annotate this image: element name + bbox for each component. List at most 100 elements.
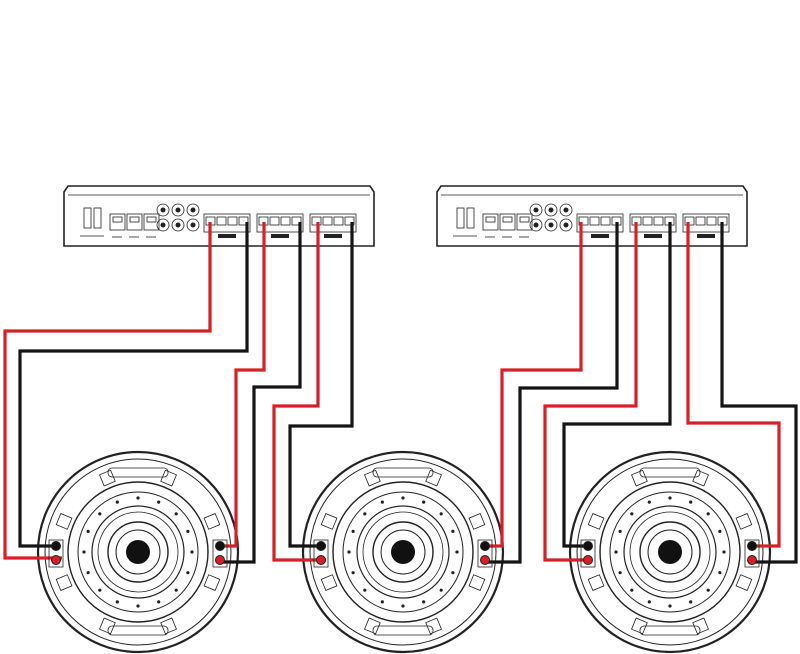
bolt-dot	[689, 500, 693, 504]
mounting-tab	[631, 617, 648, 635]
power-terminal	[499, 213, 516, 231]
channel-terminal-block	[256, 213, 304, 233]
subwoofer-surround-outer	[67, 481, 209, 623]
logo-plate-top	[107, 467, 169, 478]
mounting-tab	[735, 513, 753, 530]
channel-label-mark	[271, 234, 289, 238]
rca-jack	[186, 218, 200, 232]
rca-jack	[544, 203, 558, 217]
positive-wire-9	[543, 222, 638, 562]
bolt-dot	[451, 529, 455, 533]
subwoofer-2	[301, 450, 505, 654]
subwoofer-dustcap-ring	[372, 521, 434, 583]
negative-wire-12	[720, 222, 798, 564]
bolt-dot	[422, 500, 426, 504]
wires-layer	[3, 222, 798, 564]
channel-terminal	[269, 216, 280, 226]
subwoofer-cone-ridge	[97, 511, 179, 593]
voice-coil-2-terminals	[744, 539, 760, 568]
rca-jack-center	[160, 222, 166, 228]
bolt-dot	[186, 571, 190, 575]
terminal-post-negative	[747, 541, 757, 551]
subwoofer-basket-outer	[568, 450, 772, 654]
subwoofer-cone-ridge	[629, 511, 711, 593]
bolt-dot	[718, 571, 722, 575]
bolt-dot	[630, 588, 634, 592]
rca-jack	[156, 203, 170, 217]
amplifier-1	[63, 185, 375, 247]
subwoofer-dustcap-ring	[639, 521, 701, 583]
power-terminal-screw	[502, 216, 513, 223]
bolt-dot	[706, 588, 710, 592]
channel-terminal	[578, 216, 589, 226]
subwoofer-1	[36, 450, 240, 654]
terminal-cup	[744, 539, 760, 568]
rca-jack	[559, 203, 573, 217]
channel-terminal	[600, 216, 611, 226]
logo-plate-bottom	[639, 625, 701, 636]
bolt-dot	[647, 500, 651, 504]
subwoofer-cone	[91, 505, 185, 599]
amplifier-2	[436, 185, 748, 247]
bolt-dot	[718, 529, 722, 533]
terminal-cup	[477, 539, 493, 568]
terminal-post-positive	[583, 555, 593, 565]
rca-jack	[186, 203, 200, 217]
rca-jack	[529, 203, 543, 217]
subwoofer-cone	[356, 505, 450, 599]
bolt-dot	[380, 500, 384, 504]
mounting-tab	[160, 617, 177, 635]
mounting-tab	[364, 617, 381, 635]
subwoofer-basket-rim	[44, 458, 232, 646]
bolt-dot	[689, 600, 693, 604]
fuse-icon	[466, 207, 475, 229]
subwoofer-surround-inner	[77, 491, 199, 613]
bolt-dot	[422, 600, 426, 604]
rca-jack-center	[160, 207, 166, 213]
bolt-dot	[451, 571, 455, 575]
subwoofer-basket-outer	[36, 450, 240, 654]
mounting-tab	[692, 617, 709, 635]
voice-coil-1-terminals	[580, 539, 596, 568]
power-terminal-screw	[519, 216, 530, 223]
bolt-dot	[618, 571, 622, 575]
rca-jack-center	[533, 207, 539, 213]
terminal-cup	[48, 539, 64, 568]
subwoofer-cone-ridge	[362, 511, 444, 593]
power-terminal-screw	[112, 216, 123, 223]
fuse-icon	[93, 207, 102, 229]
rca-jack-center	[190, 222, 196, 228]
positive-wire-3	[218, 222, 266, 548]
bolt-dot	[174, 512, 178, 516]
mounting-tab	[692, 469, 709, 487]
bolt-dot	[401, 604, 405, 608]
bolt-dot	[380, 600, 384, 604]
bolt-dot	[706, 512, 710, 516]
voice-coil-1-terminals	[313, 539, 329, 568]
amplifier-chassis	[63, 185, 375, 247]
mounting-tab	[587, 513, 605, 530]
channel-label-mark	[324, 234, 342, 238]
bolt-dot	[115, 500, 119, 504]
terminal-post-negative	[480, 541, 490, 551]
negative-wire-6	[288, 222, 354, 548]
channel-terminal-block	[682, 213, 730, 233]
bolt-dot	[82, 550, 86, 554]
voice-coil-2-terminals	[477, 539, 493, 568]
mounting-tab	[55, 574, 73, 591]
channel-terminal	[227, 216, 238, 226]
subwoofer-surround-outer	[332, 481, 474, 623]
subwoofer-surround-inner	[342, 491, 464, 613]
subwoofer-dustcap	[647, 529, 693, 575]
mounting-tab	[468, 574, 486, 591]
terminal-post-negative	[215, 541, 225, 551]
terminal-post-negative	[316, 541, 326, 551]
fuse-icon	[456, 207, 465, 229]
subwoofer-3	[568, 450, 772, 654]
rca-jack-center	[533, 222, 539, 228]
mounting-tab	[468, 513, 486, 530]
channel-label-mark	[218, 234, 236, 238]
bolt-dot	[136, 496, 140, 500]
logo-plate-top	[372, 467, 434, 478]
bolt-dot	[722, 550, 726, 554]
